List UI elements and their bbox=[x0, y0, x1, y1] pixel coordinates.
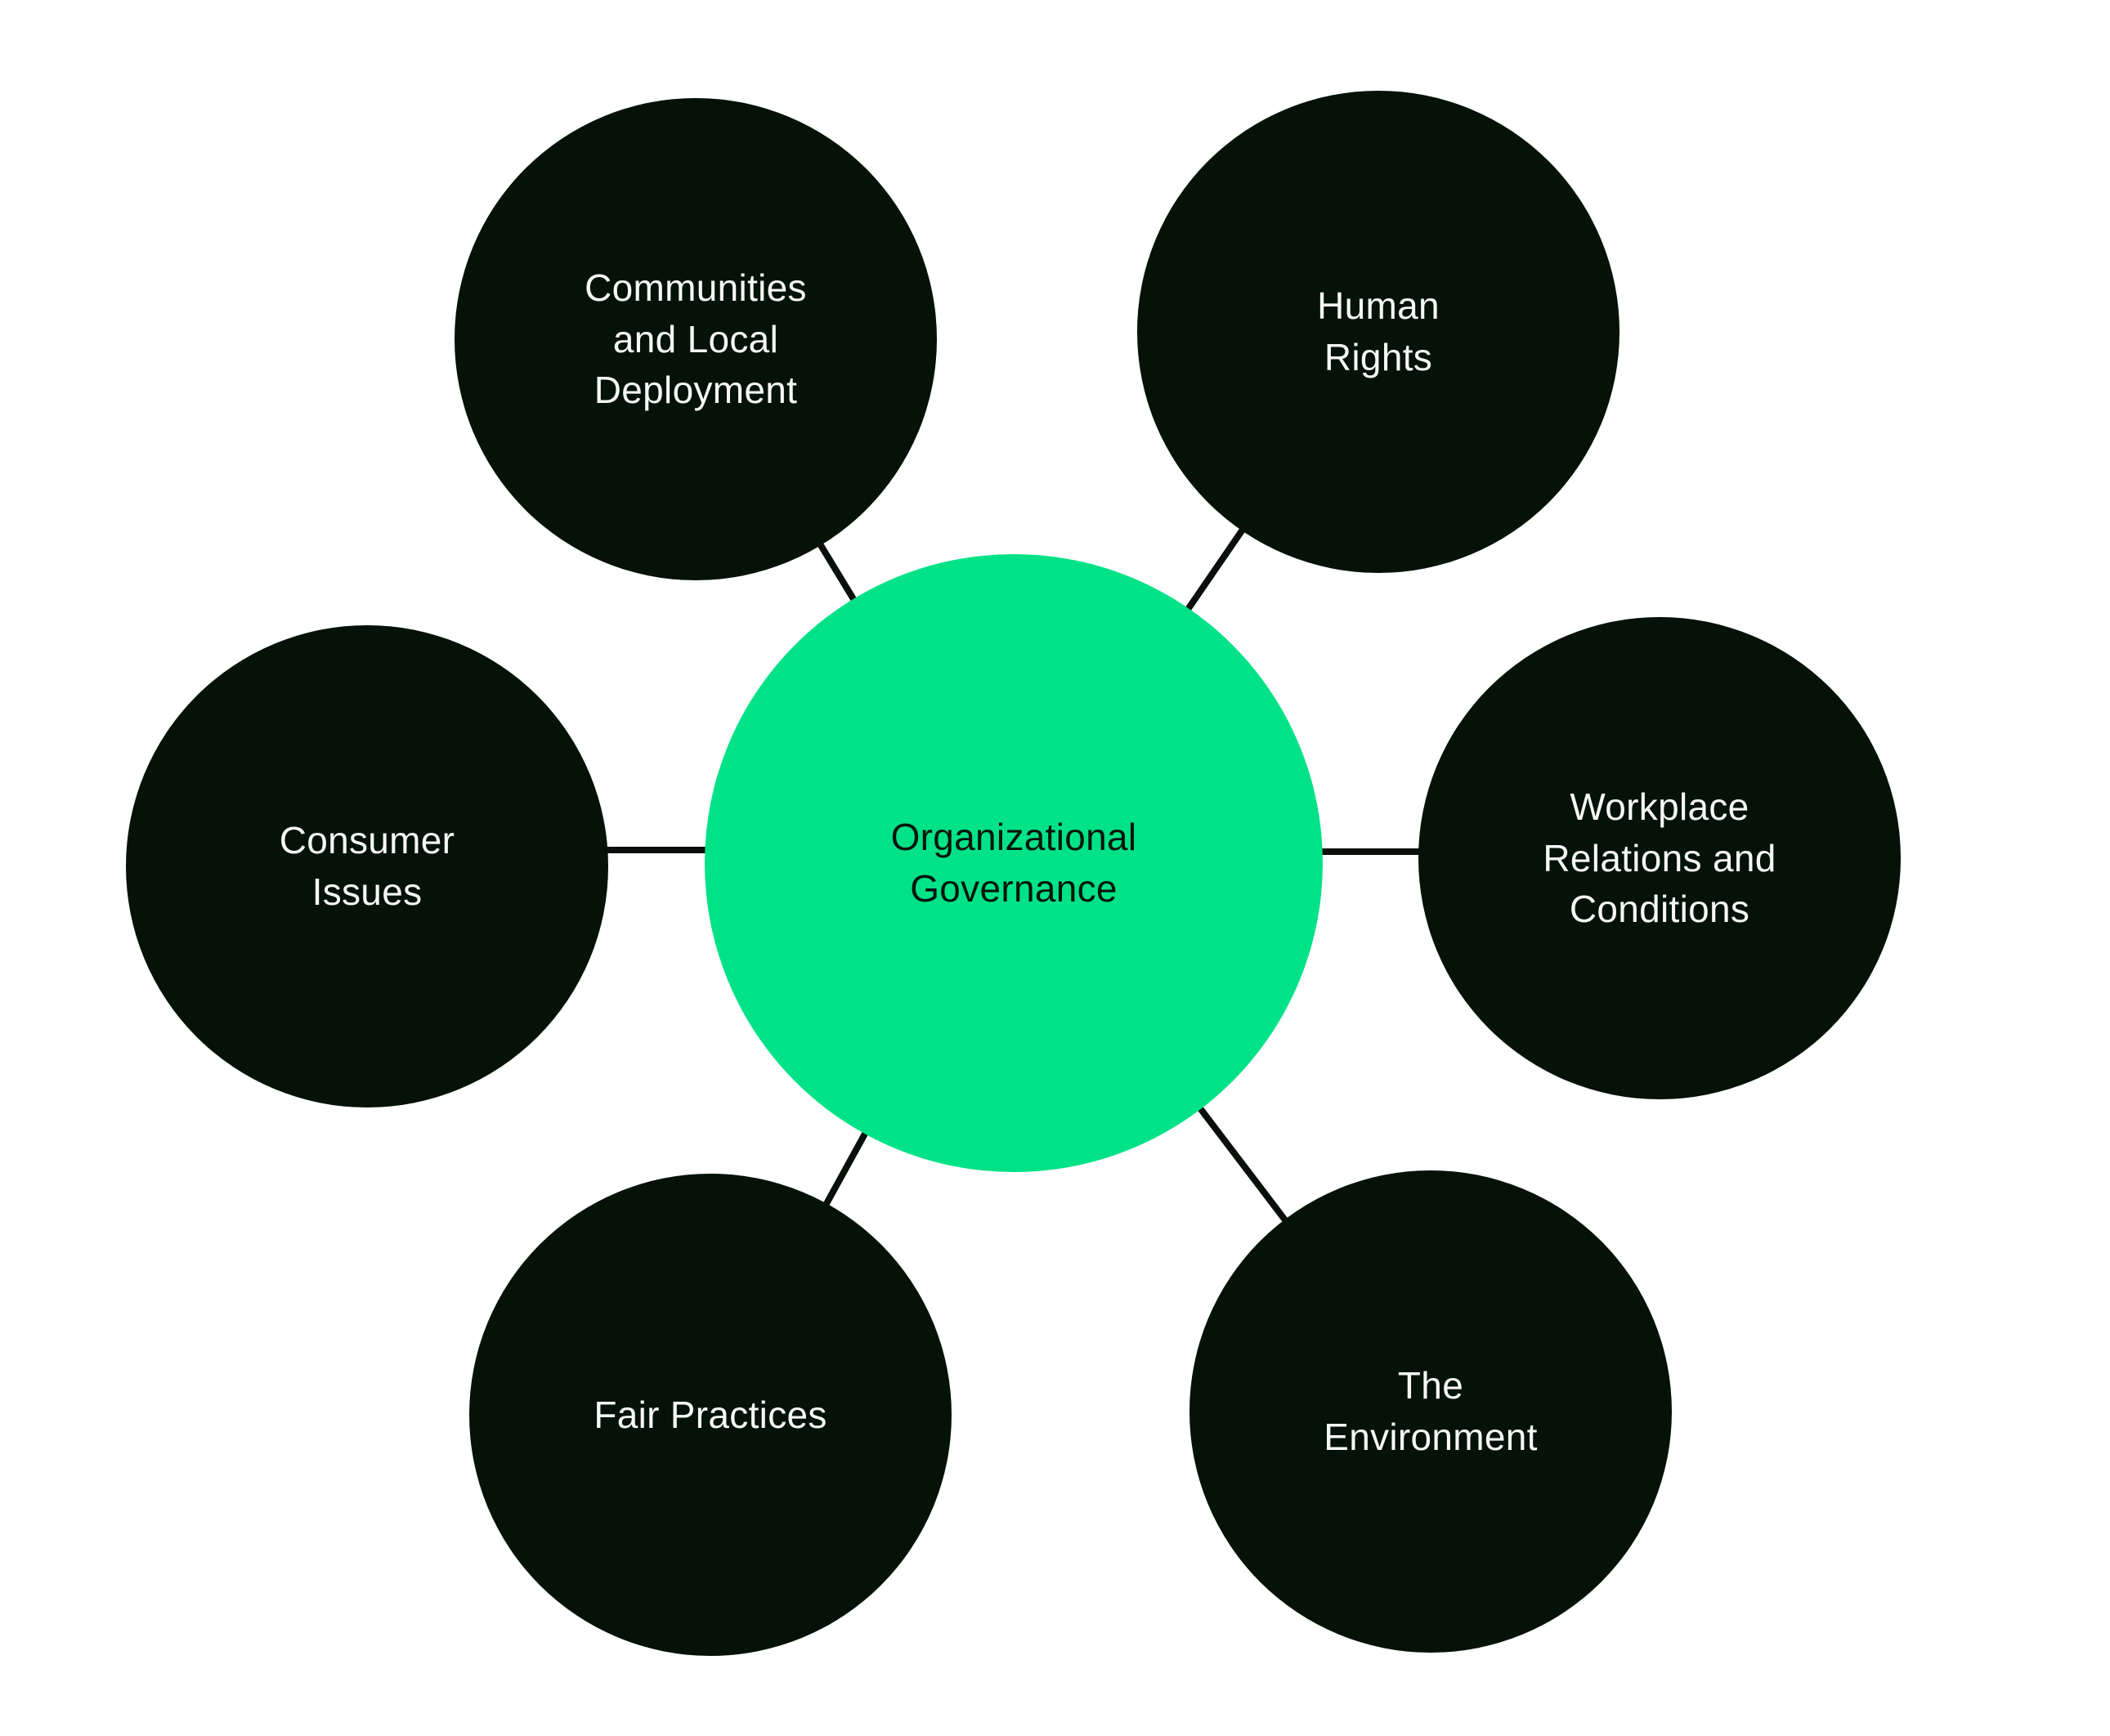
node-workplace-relations-and-conditions: Workplace Relations and Conditions bbox=[1418, 617, 1901, 1099]
node-human-rights: Human Rights bbox=[1137, 91, 1619, 573]
node-consumer-issues: Consumer Issues bbox=[126, 625, 608, 1107]
node-label: Workplace Relations and Conditions bbox=[1543, 785, 1776, 931]
node-communities-and-local-deployment: Communities and Local Deployment bbox=[455, 98, 937, 580]
node-label: Fair Practices bbox=[594, 1393, 827, 1436]
center-node-label: Organizational Governance bbox=[890, 816, 1137, 910]
node-fair-practices: Fair Practices bbox=[469, 1174, 952, 1656]
node-organizational-governance: Organizational Governance bbox=[705, 554, 1323, 1172]
node-label: Consumer Issues bbox=[279, 819, 455, 913]
node-label: Communities and Local Deployment bbox=[585, 266, 807, 412]
node-label: Human Rights bbox=[1317, 284, 1440, 378]
node-the-environment: The Environment bbox=[1189, 1170, 1672, 1653]
node-label: The Environment bbox=[1324, 1364, 1538, 1458]
